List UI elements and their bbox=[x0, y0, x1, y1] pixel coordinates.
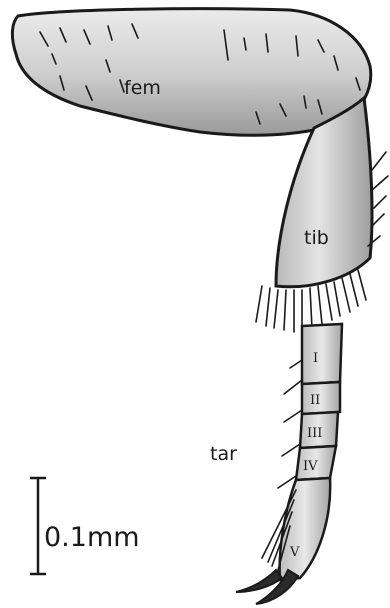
tarsomere-5 bbox=[280, 478, 331, 580]
label-tarsomere-2: II bbox=[310, 393, 320, 408]
label-tarsomere-5: V bbox=[289, 545, 300, 560]
label-tibia: tib bbox=[304, 227, 329, 249]
label-tarsus: tar bbox=[210, 443, 237, 465]
label-tarsomere-4: IV bbox=[303, 459, 318, 474]
tarsomere-1 bbox=[302, 324, 342, 384]
scale-bar-label: 0.1mm bbox=[44, 522, 140, 553]
label-tarsomere-3: III bbox=[307, 426, 322, 441]
scale-bar: 0.1mm bbox=[30, 478, 140, 574]
label-femur: fem bbox=[124, 77, 161, 99]
tarsus bbox=[236, 324, 342, 604]
label-tarsomere-1: I bbox=[313, 351, 318, 366]
femur bbox=[12, 9, 370, 136]
tarsomere-2 bbox=[302, 382, 340, 414]
